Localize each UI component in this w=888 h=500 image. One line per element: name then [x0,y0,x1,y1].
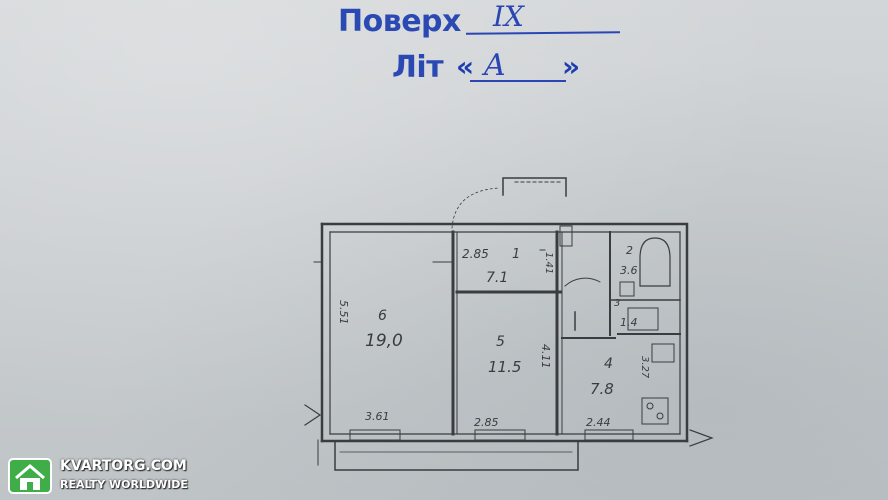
lit-underline [470,80,566,82]
lit-open-quote: « [456,50,475,83]
toilet [627,307,659,331]
door-swing-arc [451,187,501,229]
corridor-door-swing [564,277,601,287]
dim-arrow-right [689,429,714,447]
dim-corridor-side: 1.41 [543,252,554,274]
watermark-site-name: KVARTORG.COM [60,458,187,474]
sink [619,281,635,297]
dim-kitchen-side: 3.27 [639,356,650,379]
kvartorg-watermark[interactable]: KVARTORG.COM REALTY WORLDWIDE [6,456,188,496]
dim-room5-bottom: 2.85 [474,416,499,429]
dim-room6-side: 5.51 [337,300,350,325]
room-2-number: 2 [626,244,633,257]
watermark-tagline: REALTY WORLDWIDE [60,478,188,491]
stove-burner [646,402,654,410]
room-1-area: 7.1 [486,270,508,286]
window-kitchen [584,429,634,441]
dim-room6-bottom: 3.61 [365,410,390,423]
balcony-outline [502,177,567,197]
room-4-number: 4 [604,356,613,372]
room-4-area: 7.8 [590,380,614,398]
room-3-area: 1.4 [620,316,638,329]
kitchen-sink [651,343,675,363]
room-5-number: 5 [496,334,505,350]
stove [641,397,669,425]
dim-kitchen-bottom: 2.44 [586,416,611,429]
room-3-number: 3 [614,298,620,309]
dim-top-left: 2.85 [462,247,489,261]
room-5-area: 11.5 [488,358,521,376]
bathtub [639,237,671,287]
room-1-number: 1 [512,247,520,262]
dim-room5-side: 4.11 [539,344,552,369]
room-6-number: 6 [378,308,387,324]
lit-label: Літ [392,50,444,85]
kvartorg-logo-icon [8,458,52,494]
lit-value: A [484,48,506,83]
dim-arrow-left [304,404,322,426]
window-room5 [474,429,526,441]
floor-value: IX [493,0,524,33]
lit-close-quote: » [562,50,581,83]
window-room6 [349,429,401,441]
room-2-area: 3.6 [620,264,638,277]
stove-burner [656,412,664,420]
floor-label: Поверх [338,4,461,39]
room-6-area: 19,0 [365,331,403,351]
outer-wall-top-right [320,222,689,443]
riser [559,225,573,247]
lower-balcony [334,440,579,471]
